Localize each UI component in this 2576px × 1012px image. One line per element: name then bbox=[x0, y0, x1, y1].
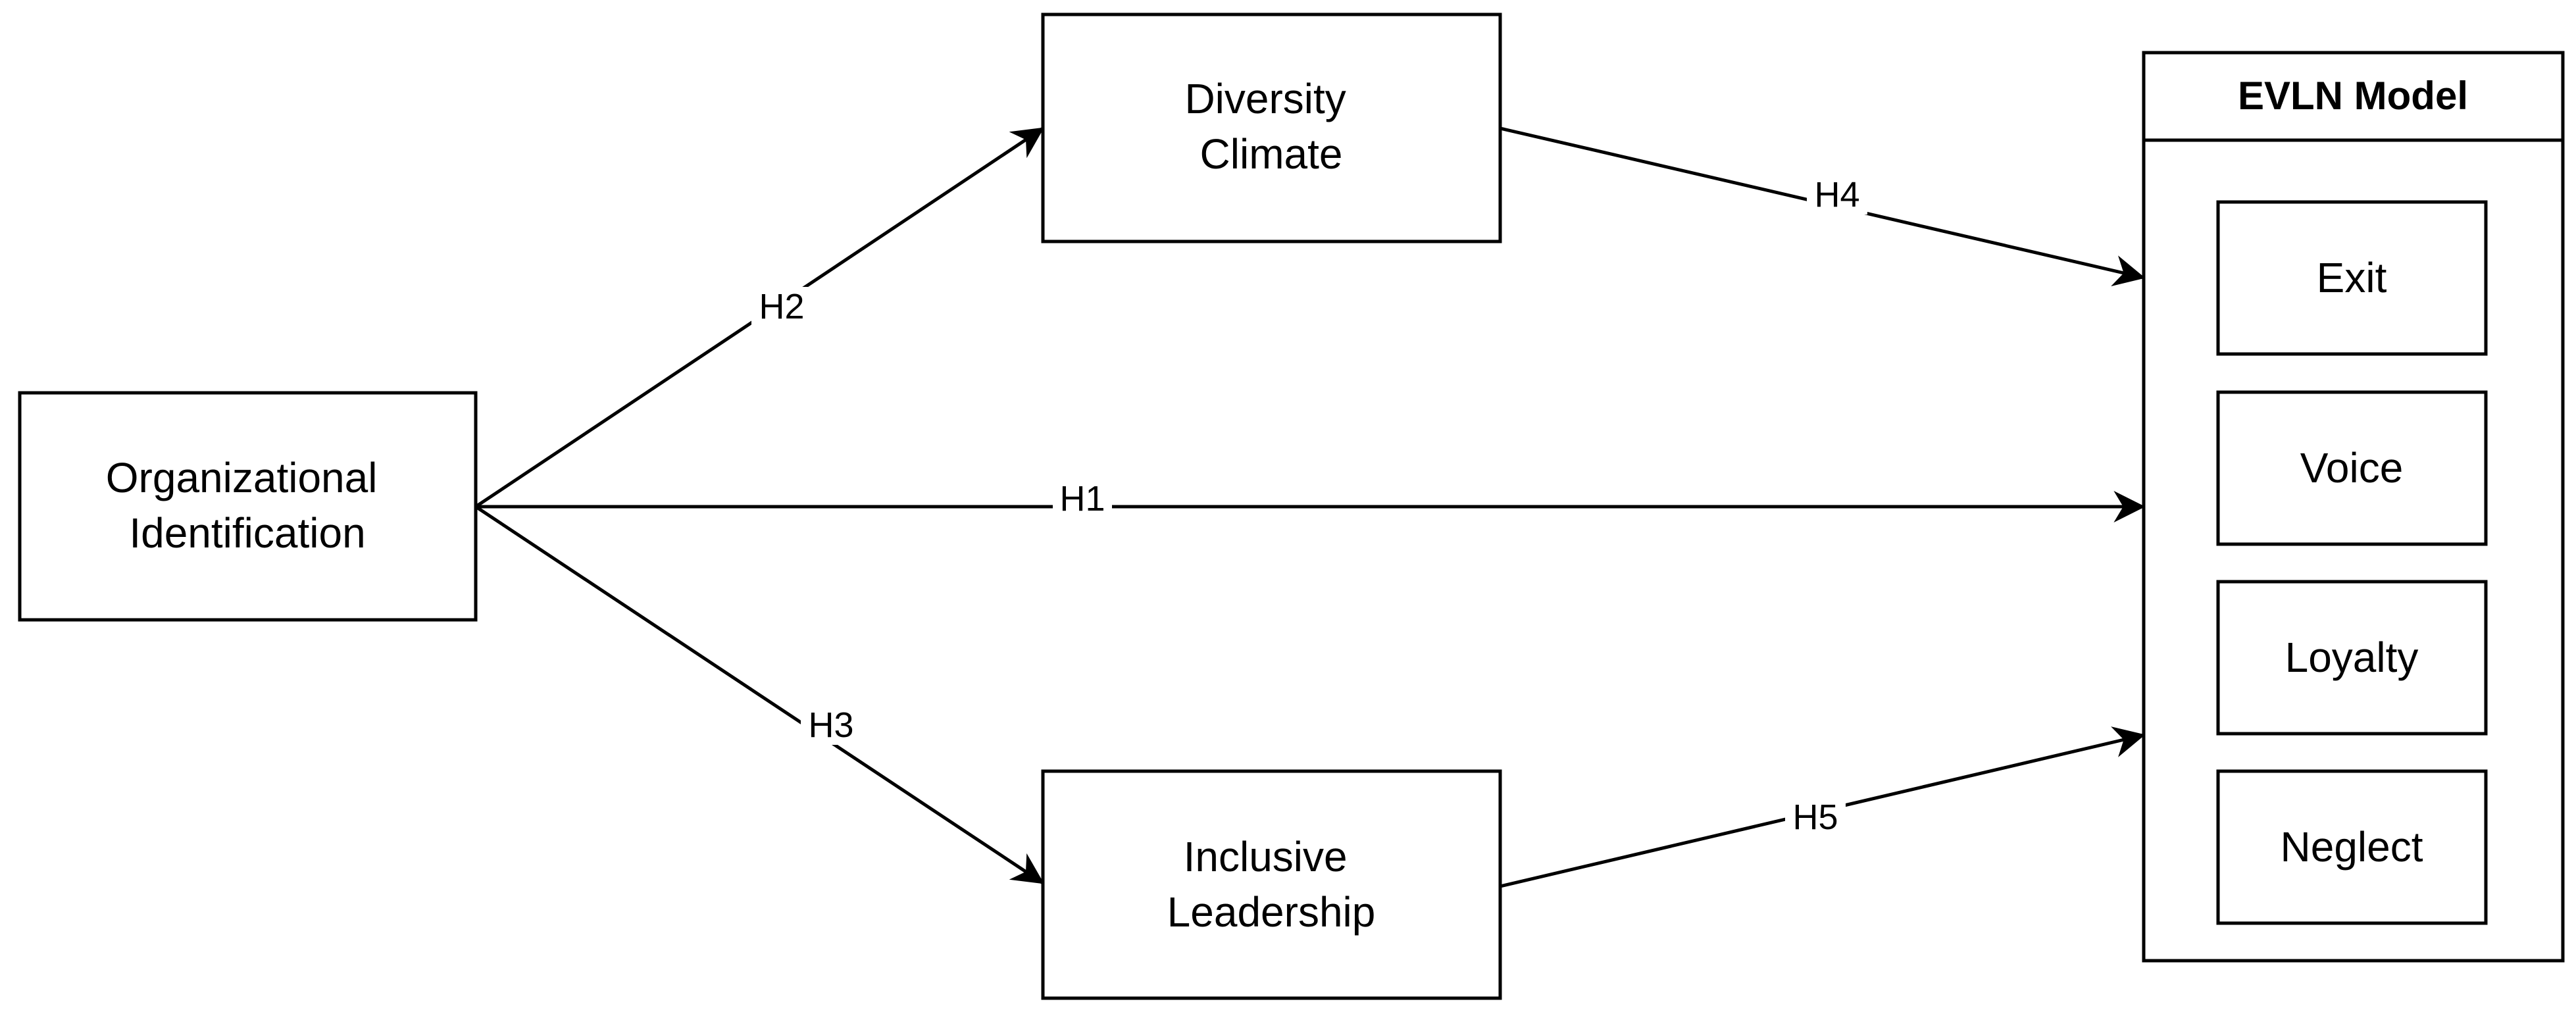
node-inclusive-line2: Leadership bbox=[1167, 888, 1376, 936]
evln-item-loyalty: Loyalty bbox=[2216, 580, 2488, 736]
node-diversity-line1: Diversity bbox=[1184, 75, 1346, 122]
edge-h3 bbox=[474, 505, 1044, 885]
svg-text:Organizational Identific: Organizational Identification bbox=[106, 454, 389, 557]
evln-item-voice-label: Voice bbox=[2300, 444, 2404, 492]
node-diversity-line2: Climate bbox=[1200, 130, 1343, 178]
evln-item-loyalty-label: Loyalty bbox=[2285, 634, 2419, 681]
edge-label-h2: H2 bbox=[759, 287, 804, 326]
evln-item-neglect-label: Neglect bbox=[2281, 823, 2423, 871]
evln-model-group: EVLN Model Exit Voice Loyalty Neglect bbox=[2142, 51, 2565, 963]
edge-label-h5: H5 bbox=[1792, 797, 1838, 837]
edge-label-h1: H1 bbox=[1059, 479, 1105, 519]
svg-text:Inclusive Leadership: Inclusive Leadership bbox=[1167, 833, 1376, 936]
edge-labels: H1 H2 H3 H4 H5 bbox=[751, 175, 1867, 837]
evln-item-neglect: Neglect bbox=[2216, 769, 2488, 925]
node-inclusive-leadership: Inclusive Leadership bbox=[1041, 769, 1502, 1000]
node-org-line1: Organizational bbox=[106, 454, 378, 501]
evln-item-exit: Exit bbox=[2216, 200, 2488, 356]
evln-model-title: EVLN Model bbox=[2238, 74, 2468, 118]
evln-item-voice: Voice bbox=[2216, 390, 2488, 546]
edge-label-h3: H3 bbox=[808, 705, 853, 745]
node-organizational-identification: Organizational Identification bbox=[18, 391, 478, 622]
edge-label-h4: H4 bbox=[1814, 175, 1859, 215]
node-org-line2: Identification bbox=[129, 509, 365, 557]
node-diversity-climate: Diversity Climate bbox=[1041, 13, 1502, 243]
svg-text:Diversity Climate: Diversity Climate bbox=[1184, 75, 1357, 178]
evln-item-exit-label: Exit bbox=[2317, 254, 2387, 301]
node-inclusive-line1: Inclusive bbox=[1184, 833, 1348, 880]
